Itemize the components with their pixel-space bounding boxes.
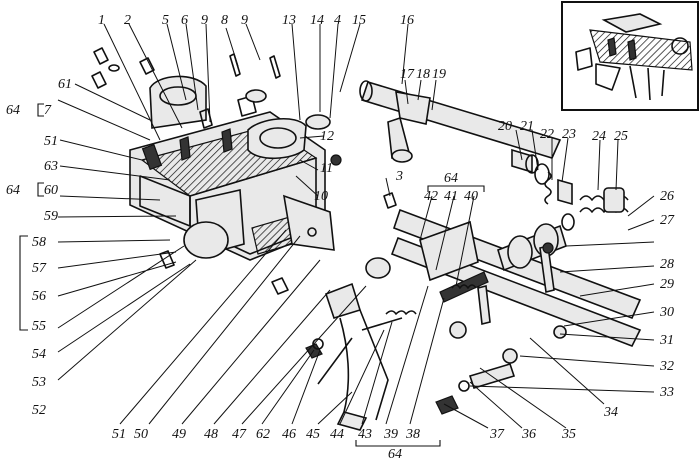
- callout-12: 12: [320, 129, 334, 144]
- callout-1: 1: [98, 13, 105, 28]
- leader-lines: [57, 23, 655, 429]
- callout-41: 41: [444, 189, 458, 204]
- callout-39: 39: [383, 427, 398, 442]
- callout-51-top: 51: [44, 134, 58, 149]
- callout-2: 2: [124, 13, 131, 28]
- callout-38: 38: [405, 427, 420, 442]
- callout-44: 44: [330, 427, 344, 442]
- callout-61: 61: [58, 77, 72, 92]
- callout-16: 16: [400, 13, 414, 28]
- callout-53: 53: [32, 375, 46, 390]
- callout-42: 42: [424, 189, 438, 204]
- callout-56: 56: [32, 289, 46, 304]
- callout-11: 11: [320, 161, 333, 176]
- callout-50: 50: [134, 427, 148, 442]
- callout-13: 13: [282, 13, 296, 28]
- callout-5: 5: [162, 13, 169, 28]
- callout-57: 57: [32, 261, 47, 276]
- callout-34: 34: [603, 405, 618, 420]
- callout-33: 33: [659, 385, 674, 400]
- callout-59: 59: [44, 209, 58, 224]
- callout-4: 4: [334, 13, 341, 28]
- callout-37: 37: [489, 427, 505, 442]
- callout-6: 6: [181, 13, 188, 28]
- callout-25: 25: [614, 129, 628, 144]
- callout-20: 20: [498, 119, 512, 134]
- callout-49: 49: [172, 427, 186, 442]
- callout-18: 18: [416, 67, 430, 82]
- callout-3: 3: [395, 169, 403, 184]
- callout-9: 9: [201, 13, 208, 28]
- callout-46: 46: [282, 427, 296, 442]
- callout-labels: 1 2 5 6 9 8 9 13 14 4 15 16 17 18 19 61 …: [6, 13, 675, 460]
- callout-17: 17: [400, 67, 415, 82]
- group-brackets: [19, 103, 485, 447]
- spring-pack: [561, 187, 629, 231]
- callout-19: 19: [432, 67, 446, 82]
- callout-22: 22: [540, 127, 554, 142]
- callout-54: 54: [32, 347, 46, 362]
- shift-rail-assembly: [385, 208, 642, 415]
- callout-15: 15: [352, 13, 366, 28]
- shift-lever-set: [305, 257, 403, 431]
- callout-64-b: 64: [6, 183, 20, 198]
- callout-31: 31: [659, 333, 674, 348]
- callout-43: 43: [358, 427, 372, 442]
- callout-7: 7: [44, 103, 52, 118]
- callout-47: 47: [232, 427, 247, 442]
- callout-36: 36: [521, 427, 536, 442]
- fastener-set: [91, 47, 397, 295]
- callout-51: 51: [112, 427, 126, 442]
- callout-32: 32: [659, 359, 674, 374]
- callout-45: 45: [306, 427, 320, 442]
- callout-8: 8: [221, 13, 228, 28]
- callout-55: 55: [32, 319, 46, 334]
- callout-28: 28: [660, 257, 674, 272]
- callout-24: 24: [592, 129, 606, 144]
- callout-9b: 9: [241, 13, 248, 28]
- callout-62: 62: [256, 427, 270, 442]
- gearbox-housing: [129, 75, 342, 261]
- callout-48: 48: [204, 427, 218, 442]
- callout-21: 21: [520, 119, 534, 134]
- callout-60: 60: [44, 183, 58, 198]
- callout-10: 10: [314, 189, 328, 204]
- callout-63: 63: [44, 159, 58, 174]
- callout-29: 29: [660, 277, 674, 292]
- callout-40: 40: [464, 189, 478, 204]
- callout-52: 52: [32, 403, 46, 418]
- callout-64-top: 64: [444, 171, 458, 186]
- callout-35: 35: [561, 427, 576, 442]
- callout-64-a: 64: [6, 103, 20, 118]
- callout-27: 27: [660, 213, 675, 228]
- callout-23: 23: [562, 127, 576, 142]
- callout-64-bottom: 64: [388, 447, 402, 460]
- callout-30: 30: [659, 305, 674, 320]
- callout-26: 26: [660, 189, 674, 204]
- callout-58: 58: [32, 235, 46, 250]
- inset-assembled-view: [561, 1, 699, 111]
- callout-14: 14: [310, 13, 324, 28]
